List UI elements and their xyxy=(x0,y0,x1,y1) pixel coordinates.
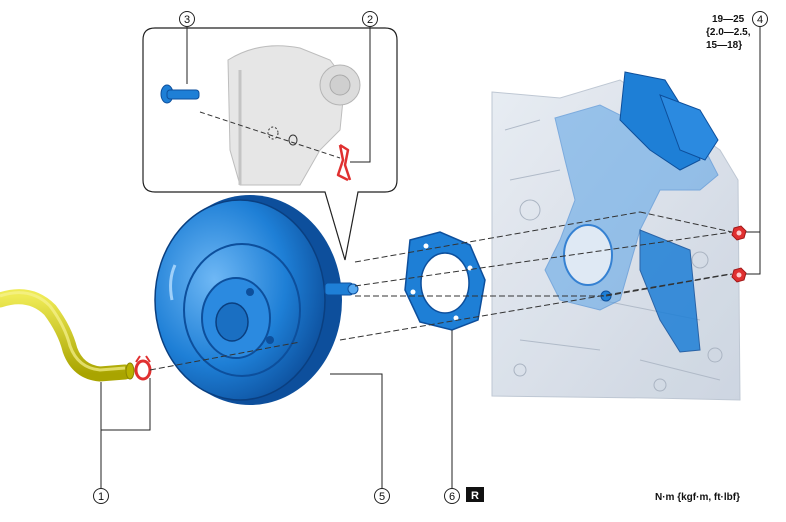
gasket-icon xyxy=(404,231,486,331)
svg-text:6: 6 xyxy=(449,491,455,503)
svg-text:19—25: 19—25 xyxy=(712,14,745,25)
svg-text:{2.0—2.5,: {2.0—2.5, xyxy=(706,27,751,38)
callout-6: 6 xyxy=(444,488,460,504)
leader-lines xyxy=(100,27,761,488)
callout-4: 4 xyxy=(752,11,768,27)
replace-badge: R xyxy=(466,487,484,502)
callout-5: 5 xyxy=(374,488,390,504)
svg-text:2: 2 xyxy=(367,14,373,26)
svg-text:5: 5 xyxy=(379,491,385,503)
hose-icon xyxy=(0,289,135,382)
nut-icon xyxy=(731,225,747,283)
inset-detail-box xyxy=(142,27,398,261)
callout-1: 1 xyxy=(93,488,109,504)
svg-text:4: 4 xyxy=(757,14,763,26)
svg-text:15—18}: 15—18} xyxy=(706,40,742,51)
svg-text:R: R xyxy=(471,490,479,502)
power-brake-unit-icon xyxy=(154,195,359,405)
units-label: N·m {kgf·m, ft·lbf} xyxy=(655,492,740,503)
svg-text:3: 3 xyxy=(184,14,190,26)
svg-text:1: 1 xyxy=(98,491,104,503)
callout-2: 2 xyxy=(362,11,378,27)
torque-spec: 19—25 {2.0—2.5, 15—18} xyxy=(706,14,751,51)
clevis-pin-icon xyxy=(160,84,200,104)
callout-3: 3 xyxy=(179,11,195,27)
alignment-lines xyxy=(149,211,733,371)
hose-clamp-icon xyxy=(134,355,152,381)
snap-pin-icon xyxy=(336,143,352,182)
